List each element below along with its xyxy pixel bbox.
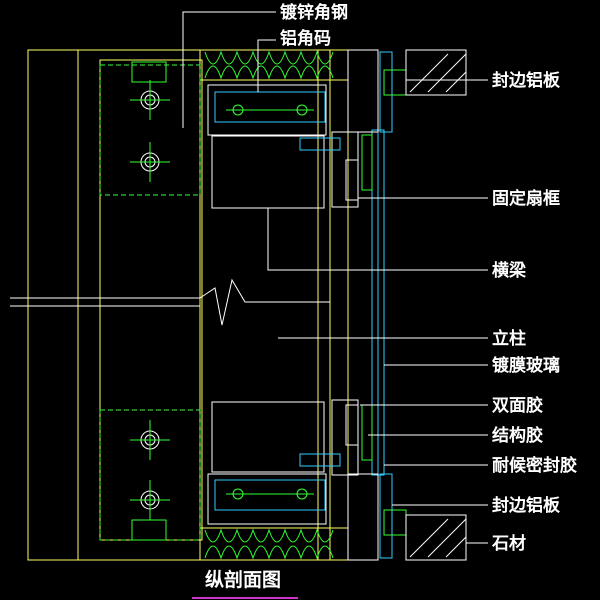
label-edge-panel-top: 封边铝板 — [492, 70, 561, 91]
edge-panel-bottom — [347, 473, 407, 561]
stone-top — [405, 49, 467, 96]
fixed-sash-bottom — [299, 399, 359, 476]
label-transom: 横梁 — [492, 260, 527, 281]
break-line — [10, 278, 330, 326]
bolt-icon — [130, 480, 170, 520]
bolt-icon — [130, 142, 170, 182]
anchor-plate-bottom — [99, 409, 201, 541]
stone-bottom — [405, 514, 467, 561]
glass-pane — [361, 129, 385, 476]
label-mullion: 立柱 — [492, 328, 526, 349]
transom-top — [207, 84, 327, 209]
wavy-sealant-top — [204, 50, 334, 80]
label-aluminum-bracket: 铝角码 — [280, 28, 331, 49]
transom-bottom — [207, 401, 327, 525]
label-stone: 石材 — [491, 533, 526, 554]
label-fixed-sash: 固定扇框 — [492, 188, 560, 209]
label-coated-glass: 镀膜玻璃 — [492, 355, 560, 376]
anchor-plate-top — [99, 61, 201, 196]
bolt-icon — [130, 420, 170, 460]
label-edge-panel-bottom: 封边铝板 — [492, 495, 561, 516]
label-weather-sealant: 耐候密封胶 — [492, 455, 577, 476]
leader-lines — [182, 11, 488, 544]
edge-panel-top — [347, 49, 407, 133]
bolt-icon — [130, 80, 170, 120]
drawing-title: 纵剖面图 — [205, 568, 281, 591]
wavy-sealant-bottom — [204, 528, 334, 560]
label-double-sided-tape: 双面胶 — [492, 395, 543, 416]
fixed-sash-top — [299, 131, 359, 208]
label-structural-sealant: 结构胶 — [492, 425, 543, 446]
label-galvanized-angle: 镀锌角钢 — [280, 2, 348, 23]
